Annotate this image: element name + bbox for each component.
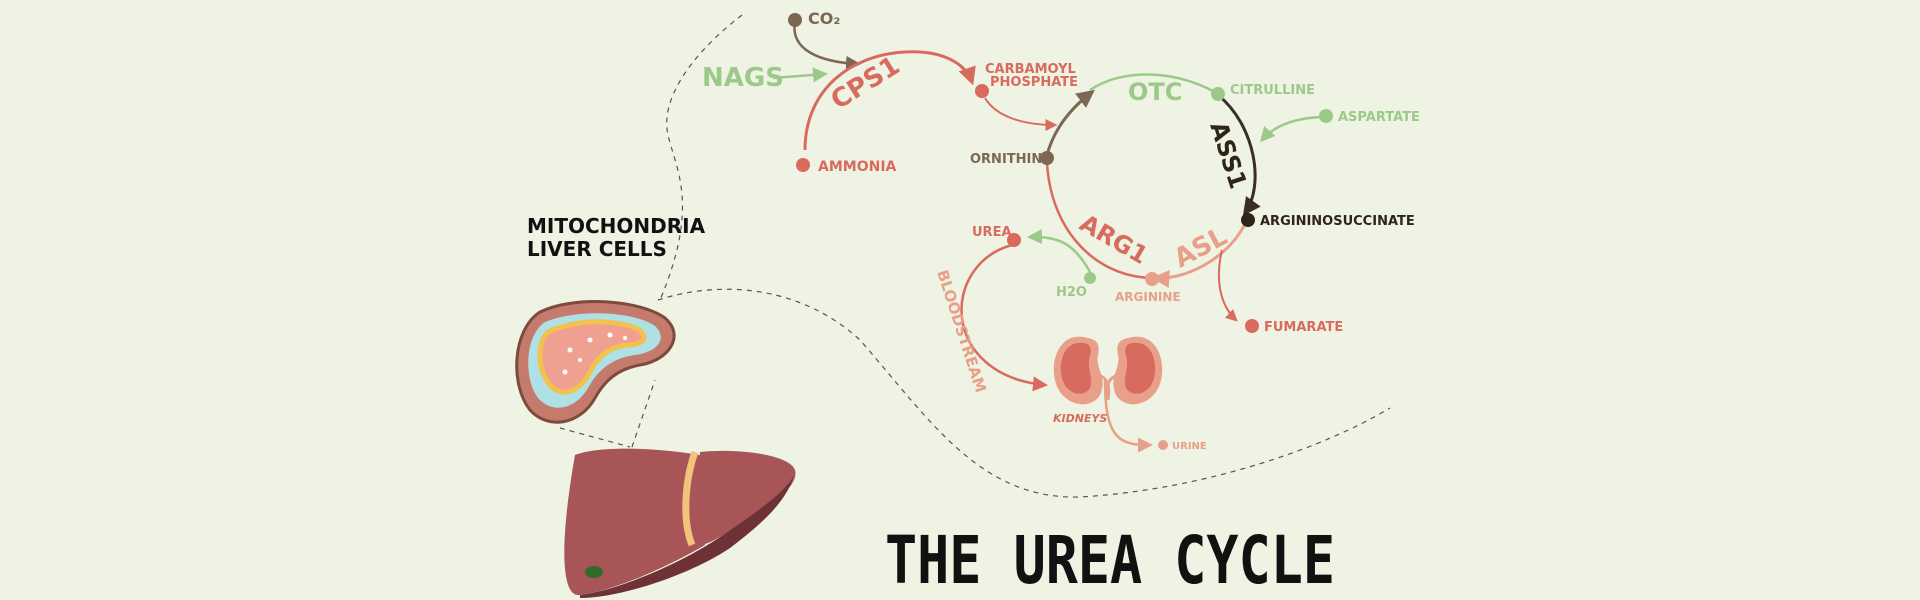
fumarate-label: FUMARATE (1264, 320, 1343, 335)
cps1-reaction-arrow (803, 50, 976, 151)
ornithine-label: ORNITHINE (970, 152, 1051, 167)
arginine-dot (1145, 272, 1159, 286)
zoom-boundary-line (657, 288, 1391, 498)
urine-label: URINE (1172, 441, 1207, 452)
urea-to-kidneys-arrow (960, 243, 1048, 392)
urine-dot (1158, 440, 1168, 450)
arg1-arc (1045, 161, 1151, 280)
bloodstream-label: BLOODSTREAM (933, 268, 990, 395)
location-label-line1: MITOCHONDRIA (527, 214, 706, 238)
nags-activation-arrow (772, 67, 828, 83)
co2-label: CO₂ (808, 9, 840, 28)
liver-illustration (564, 448, 796, 598)
h2o-to-urea-arrow (1027, 229, 1092, 273)
fumarate-arrow (1217, 249, 1238, 322)
liver-zoom-line-left (559, 427, 631, 448)
ammonia-label: AMMONIA (818, 159, 897, 175)
kidneys-to-urine-arrow (1103, 379, 1153, 453)
carbamoyl-label-line2: PHOSPHATE (990, 75, 1078, 90)
mitochondrion-illustration (515, 300, 676, 424)
argininosuccinate-dot (1241, 213, 1255, 227)
co2-to-cps1-arrow (793, 21, 861, 71)
aspartate-dot (1319, 109, 1333, 123)
citrulline-label: CITRULLINE (1230, 83, 1315, 98)
urea-dot (1007, 233, 1021, 247)
kidneys-label: KIDNEYS (1053, 412, 1107, 425)
urea-label: UREA (972, 225, 1012, 240)
carbamoyl-to-ornithine-arrow (984, 97, 1058, 131)
ornithine-up-arrow (1045, 89, 1095, 156)
asl-arc (1151, 225, 1246, 288)
otc-arc (1089, 73, 1216, 94)
aspartate-arrow (1260, 115, 1323, 143)
h2o-dot (1084, 272, 1096, 284)
h2o-label: H2O (1056, 285, 1087, 300)
ass1-arc (1217, 93, 1261, 216)
otc-label: OTC (1128, 78, 1182, 106)
nags-label: NAGS (702, 63, 784, 93)
arginine-label: ARGININE (1115, 290, 1181, 304)
argininosuccinate-label: ARGININOSUCCINATE (1260, 214, 1415, 229)
carbamoyl-phosphate-dot (975, 84, 989, 98)
co2-dot (788, 13, 802, 27)
location-label-line2: LIVER CELLS (527, 237, 667, 261)
citrulline-dot (1211, 87, 1225, 101)
ornithine-dot (1040, 151, 1054, 165)
arg1-label: ARG1 (1075, 209, 1153, 270)
mitochondria-boundary-line (659, 14, 743, 301)
page-title: THE UREA CYCLE (885, 522, 1335, 599)
carbamoyl-label-line1: CARBAMOYL (985, 62, 1076, 77)
aspartate-label: ASPARTATE (1338, 110, 1420, 125)
liver-zoom-line-right (631, 379, 656, 448)
kidneys-illustration (1053, 336, 1163, 405)
fumarate-dot (1245, 319, 1259, 333)
ammonia-dot (796, 158, 810, 172)
